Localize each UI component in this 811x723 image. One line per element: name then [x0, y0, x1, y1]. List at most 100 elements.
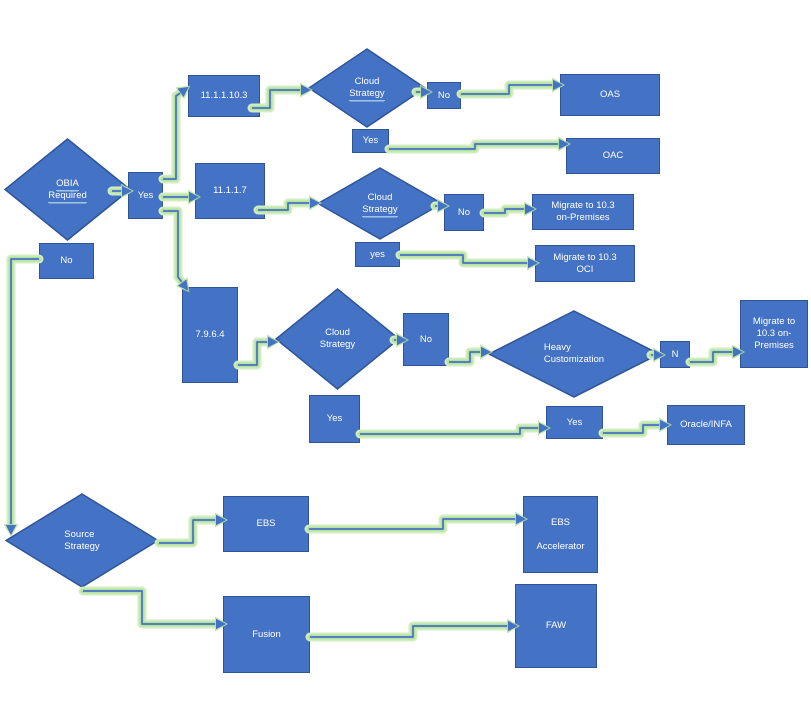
- shape-label-line: Strategy: [308, 88, 426, 101]
- shape-label: Yes: [353, 135, 388, 147]
- shape-label-text: Yes: [566, 416, 583, 428]
- shape-n[interactable]: N: [660, 341, 690, 368]
- shape-label: No: [445, 207, 483, 219]
- connector-v-7-9-6-4-to-cloud-strategy-3: [233, 334, 280, 370]
- shape-label-line: No: [404, 334, 448, 346]
- shape-label-text: Strategy: [319, 339, 356, 350]
- shape-label-text: EBS: [550, 516, 570, 528]
- shape-label-text: Fusion: [252, 628, 281, 640]
- shape-label-line: EBS: [524, 517, 597, 529]
- diamond-shape-icon: [4, 138, 131, 241]
- shape-label-line: Migrate to: [741, 316, 807, 328]
- connector-source-strategy-to-fusion: [78, 586, 228, 632]
- shape-label-line: OBIA: [4, 177, 131, 191]
- connector-no-1-to-oas: [456, 77, 565, 99]
- shape-yes-main[interactable]: Yes: [128, 172, 163, 219]
- shape-label: Yes: [310, 413, 359, 425]
- shape-label-line: Cloud: [317, 192, 443, 204]
- connector-no-2-to-migrate-10-3-onprem-1: [479, 201, 537, 218]
- shape-no-1[interactable]: No: [427, 82, 461, 109]
- shape-oas[interactable]: OAS: [560, 74, 660, 116]
- shape-label-line: OAS: [561, 89, 659, 101]
- shape-label-line: 7.9.6.4: [183, 329, 237, 341]
- shape-label-line: Yes: [129, 190, 162, 202]
- shape-yes-4[interactable]: Yes: [546, 406, 603, 439]
- shape-yes-3[interactable]: Yes: [309, 395, 360, 443]
- shape-label-text: Migrate to 10.3: [553, 251, 617, 263]
- shape-label-line: Oracle/INFA: [668, 419, 744, 431]
- connector-v-11-1-1-7-to-cloud-strategy-2: [253, 195, 322, 215]
- shape-label-line: Yes: [353, 135, 388, 147]
- shape-v-11-1-1-10-3[interactable]: 11.1.1.10.3: [188, 75, 260, 117]
- shape-ebs[interactable]: EBS: [223, 496, 309, 552]
- shape-label-text: FAW: [545, 620, 567, 631]
- shape-label-text: N: [671, 348, 679, 360]
- shape-label-text: No: [419, 333, 433, 345]
- shape-fusion[interactable]: Fusion: [223, 596, 310, 673]
- shape-label-text: 11.1.1.10.3: [200, 90, 248, 101]
- shape-oracle-infa[interactable]: Oracle/INFA: [667, 405, 745, 445]
- shape-label-text: Customization: [543, 354, 605, 365]
- shape-label: Yes: [547, 417, 602, 429]
- shape-label-line: 11.1.1.10.3: [189, 90, 259, 102]
- shape-label: yes: [356, 249, 399, 261]
- shape-label-line: No: [40, 255, 93, 267]
- shape-label-text: Cloud: [354, 76, 380, 87]
- shape-label: 11.1.1.10.3: [189, 90, 259, 102]
- connector-ebs-to-ebs-accelerator: [304, 511, 528, 534]
- shape-v-11-1-1-7[interactable]: 11.1.1.7: [195, 163, 265, 219]
- shape-faw[interactable]: FAW: [515, 584, 597, 668]
- shape-label-text: Cloud: [367, 191, 393, 203]
- shape-label: Yes: [129, 190, 162, 202]
- shape-yes-2[interactable]: yes: [355, 242, 400, 267]
- shape-label-line: Strategy: [64, 541, 99, 553]
- shape-label-line: N: [661, 349, 689, 361]
- connector-yes-3-to-yes-4: [355, 420, 551, 439]
- shape-label-line: Yes: [547, 417, 602, 429]
- shape-label-text: Yes: [137, 189, 154, 201]
- shape-label-text: OCI: [576, 263, 594, 275]
- shape-no-2[interactable]: No: [444, 194, 484, 231]
- shape-label-text: Required: [48, 189, 87, 203]
- shape-label-text: No: [457, 206, 471, 218]
- shape-no-3[interactable]: No: [403, 313, 449, 366]
- shape-v-7-9-6-4[interactable]: 7.9.6.4: [182, 287, 238, 383]
- shape-label-text: Cloud: [325, 327, 350, 338]
- shape-label-line: 10.3 on-: [741, 328, 807, 340]
- shape-label-text: No: [437, 89, 451, 101]
- shape-label-text: 7.9.6.4: [195, 329, 225, 340]
- shape-label-text: 11.1.1.7: [213, 185, 247, 196]
- shape-label: FAW: [516, 620, 596, 632]
- shape-label-line: Migrate to 10.3: [533, 200, 633, 212]
- connector-yes-1-to-oac: [384, 136, 571, 154]
- shape-label-text: OAS: [599, 89, 621, 100]
- shape-label-line: Strategy: [275, 339, 400, 351]
- shape-yes-1[interactable]: Yes: [352, 129, 389, 153]
- shape-no-main[interactable]: No: [39, 243, 94, 279]
- shape-label: No: [40, 255, 93, 267]
- connector-fusion-to-faw: [305, 618, 520, 642]
- shape-label-line: Yes: [310, 413, 359, 425]
- shape-label-text: Strategy: [64, 540, 100, 552]
- shape-oac[interactable]: OAC: [566, 138, 660, 174]
- shape-label-line: No: [428, 90, 460, 102]
- shape-label-line: Cloud: [308, 76, 426, 88]
- shape-label-line: OCI: [536, 264, 634, 276]
- diamond-shape-icon: [317, 167, 443, 240]
- connector-yes-2-to-migrate-10-3-oci: [395, 250, 540, 271]
- shape-label-text: Migrate to 10.3: [551, 200, 615, 211]
